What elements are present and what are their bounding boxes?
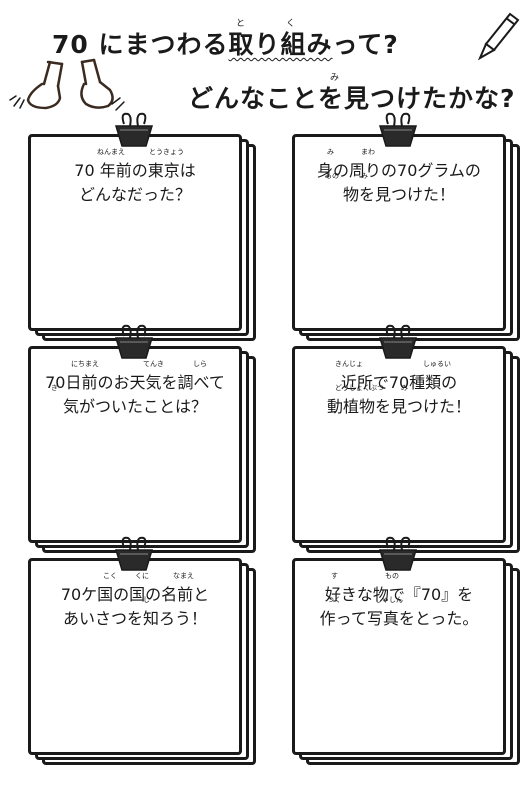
card-front[interactable]: ねんまえ とうきょう 70 年前の東京は どんなだった？ (28, 134, 242, 331)
card-prompt: 70ケ国の国の名前と あいさつを知ろう！ (60, 585, 210, 628)
furigana: くに (135, 572, 149, 580)
card-tokyo-70-years: ねんまえ とうきょう 70 年前の東京は どんなだった？ (28, 134, 256, 341)
right-foot-icon (80, 58, 114, 109)
card-prompt: 70日前のお天気を調べて 気がついたことは？ (45, 373, 225, 416)
furigana: もの (385, 572, 399, 580)
furigana: ねんまえ (97, 148, 125, 156)
furigana: どうしょくぶつ (335, 384, 384, 392)
furigana: す (331, 572, 338, 580)
card-front[interactable]: す もの つく しゃしん 好きな物で『70』を 作って写真をとった。 (292, 558, 506, 755)
furigana: きんじょ (335, 360, 363, 368)
decorations (9, 12, 520, 111)
binder-clip-icon (114, 324, 154, 359)
furigana: にちまえ (71, 360, 99, 368)
card-front[interactable]: きんじょ しゅるい どうしょくぶつ み 近所で70種類の 動植物を見つけた！ (292, 346, 506, 543)
title-emphasis: 取り組み (228, 30, 333, 59)
page-title: 70 にまつわる取り組みって? (52, 32, 399, 57)
binder-clip-icon (378, 536, 418, 571)
furigana: み (401, 384, 408, 392)
furigana: こく (103, 572, 117, 580)
furigana: とうきょう (149, 148, 184, 156)
pencil-icon (477, 12, 520, 61)
furigana: し (143, 596, 150, 604)
title-suffix: って? (332, 30, 399, 59)
card-70-grams: み まわ もの み 身の周りの70グラムの 物を見つけた！ (292, 134, 520, 341)
binder-clip-icon (114, 112, 154, 147)
card-front[interactable]: こく くに なまえ し 70ケ国の国の名前と あいさつを知ろう！ (28, 558, 242, 755)
title-prefix: 70 にまつわる (52, 30, 229, 59)
title-ruby-to: と (236, 19, 246, 29)
title-ruby-ku: く (286, 19, 296, 29)
card-70-species: きんじょ しゅるい どうしょくぶつ み 近所で70種類の 動植物を見つけた！ (292, 346, 520, 553)
page-subtitle: どんなことを見つけたかな? (188, 84, 516, 113)
motion-lines-icon (9, 95, 125, 111)
furigana: もの (325, 172, 339, 180)
card-front[interactable]: にちまえ てんき しら き 70日前のお天気を調べて 気がついたことは？ (28, 346, 242, 543)
furigana: しゅるい (423, 360, 451, 368)
furigana: み (361, 172, 368, 180)
card-prompt: 70 年前の東京は どんなだった？ (74, 161, 196, 204)
left-foot-icon (26, 60, 64, 110)
card-prompt: 好きな物で『70』を 作って写真をとった。 (319, 585, 479, 628)
furigana: てんき (143, 360, 164, 368)
furigana: まわ (361, 148, 375, 156)
furigana: つく (327, 596, 341, 604)
furigana: しゃしん (375, 596, 403, 604)
card-prompt: 身の周りの70グラムの 物を見つけた！ (317, 161, 481, 204)
binder-clip-icon (114, 536, 154, 571)
binder-clip-icon (378, 324, 418, 359)
card-front[interactable]: み まわ もの み 身の周りの70グラムの 物を見つけた！ (292, 134, 506, 331)
furigana: き (51, 384, 58, 392)
card-weather-70-days: にちまえ てんき しら き 70日前のお天気を調べて 気がついたことは？ (28, 346, 256, 553)
furigana: なまえ (173, 572, 194, 580)
card-70-photo: す もの つく しゃしん 好きな物で『70』を 作って写真をとった。 (292, 558, 520, 765)
furigana: み (327, 148, 334, 156)
furigana: しら (193, 360, 207, 368)
card-prompt: 近所で70種類の 動植物を見つけた！ (326, 373, 471, 416)
binder-clip-icon (378, 112, 418, 147)
title-ruby-mi: み (330, 73, 340, 83)
card-70-countries: こく くに なまえ し 70ケ国の国の名前と あいさつを知ろう！ (28, 558, 256, 765)
